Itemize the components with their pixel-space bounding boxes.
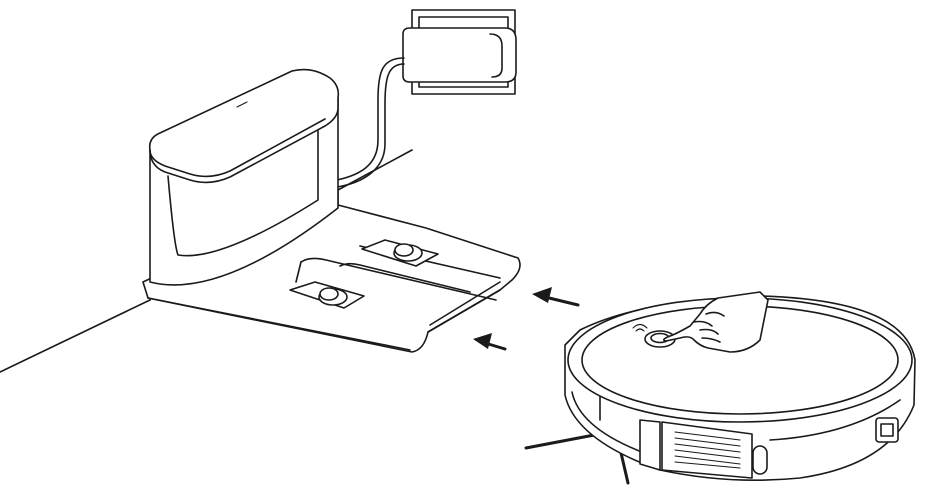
dc-port (875, 417, 899, 443)
hand (662, 291, 769, 353)
charging-contact-lower (289, 281, 365, 309)
arrow-upper (532, 287, 580, 307)
dock-indicator (236, 101, 248, 108)
vent-slats (674, 431, 741, 469)
charging-dock (142, 68, 521, 353)
robot-vacuum (524, 291, 916, 485)
charging-contact-upper (361, 239, 439, 267)
vent-grille (661, 421, 753, 479)
front-bumper-window (639, 419, 661, 471)
arrow-lower (473, 333, 507, 351)
wifi-icon (632, 323, 648, 332)
power-plug (402, 27, 517, 83)
dock-lid (148, 68, 340, 184)
sensor-window (752, 445, 768, 475)
power-cable (336, 57, 405, 181)
dock-base-plate (142, 189, 521, 353)
